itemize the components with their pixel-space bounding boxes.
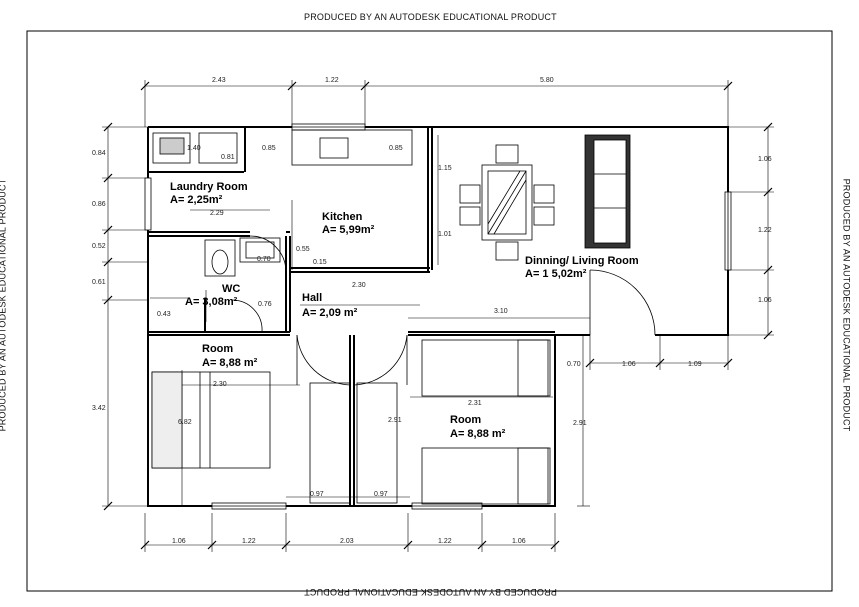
dim-int-5: 0.70	[257, 256, 271, 263]
dimension-ticks	[103, 81, 773, 550]
room-name-kitchen: Kitchen	[322, 211, 363, 223]
dim-right-1: 1.22	[758, 227, 772, 234]
watermark-top: PRODUCED BY AN AUTODESK EDUCATIONAL PROD…	[304, 12, 557, 22]
dim-int-19: 2.31	[468, 400, 482, 407]
dim-bottom-2: 2.03	[340, 538, 354, 545]
dim-bottom-1: 1.22	[242, 538, 256, 545]
room-area-hall: A= 2,09 m²	[302, 307, 358, 319]
dim-bottom-0: 1.06	[172, 538, 186, 545]
room-area-kitchen: A= 5,99m²	[322, 224, 375, 236]
dim-int-4: 2.29	[210, 210, 224, 217]
dim-left-0: 0.84	[92, 150, 106, 157]
dim-int-8: 2.30	[352, 282, 366, 289]
room-name-laundry: Laundry Room	[170, 181, 248, 193]
room-area-bedroom-1: A= 8,88 m²	[202, 357, 258, 369]
dim-int-12: 1.01	[438, 231, 452, 238]
room-labels: Laundry Room A= 2,25m² Kitchen A= 5,99m²…	[170, 181, 639, 440]
dim-int-6: 0.55	[296, 246, 310, 253]
room-name-living: Dinning/ Living Room	[525, 255, 639, 267]
dim-top-1: 1.22	[325, 77, 339, 84]
dim-int-7: 0.15	[313, 259, 327, 266]
room-name-bedroom-2: Room	[450, 414, 481, 426]
dim-left-1: 0.86	[92, 201, 106, 208]
dim-int-13: 3.10	[494, 308, 508, 315]
dim-int-17: 0.97	[374, 491, 388, 498]
door-swings	[231, 235, 656, 386]
dim-bottom-4: 1.06	[512, 538, 526, 545]
dim-int-2: 0.85	[262, 145, 276, 152]
dimension-labels: 2.43 1.22 5.80 1.06 1.22 2.03 1.22 1.06 …	[92, 77, 772, 545]
dim-left-3: 0.61	[92, 279, 106, 286]
room-area-living: A= 1 5,02m²	[525, 268, 587, 280]
dim-left-4: 3.42	[92, 405, 106, 412]
dim-int-11: 1.15	[438, 165, 452, 172]
dim-left-2: 0.52	[92, 243, 106, 250]
room-area-wc: A= 3,08m²	[185, 296, 238, 308]
room-name-hall: Hall	[302, 292, 322, 304]
dim-int-14: 2.30	[213, 381, 227, 388]
room-name-bedroom-1: Room	[202, 343, 233, 355]
dim-int-16: 0.97	[310, 491, 324, 498]
dim-int-3: 0.85	[389, 145, 403, 152]
drawing-frame	[26, 30, 833, 592]
dim-rb-0: 0.70	[567, 361, 581, 368]
dim-right-0: 1.06	[758, 156, 772, 163]
windows	[144, 123, 732, 510]
dim-int-15: 6.82	[178, 419, 192, 426]
dim-right-2: 1.06	[758, 297, 772, 304]
furniture	[151, 129, 631, 505]
dim-int-0: 1.40	[187, 145, 201, 152]
dim-top-2: 5.80	[540, 77, 554, 84]
dim-int-1: 0.81	[221, 154, 235, 161]
room-area-laundry: A= 2,25m²	[170, 194, 223, 206]
dimension-lines	[102, 80, 774, 552]
dim-int-18: 2.91	[388, 417, 402, 424]
dim-int-9: 0.43	[157, 311, 171, 318]
room-name-wc: WC	[222, 283, 240, 295]
dim-rb-1: 1.06	[622, 361, 636, 368]
dim-right-3: 2.91	[573, 420, 587, 427]
dim-bottom-3: 1.22	[438, 538, 452, 545]
dim-top-0: 2.43	[212, 77, 226, 84]
dim-int-10: 0.76	[258, 301, 272, 308]
dim-rb-2: 1.09	[688, 361, 702, 368]
room-area-bedroom-2: A= 8,88 m²	[450, 428, 506, 440]
